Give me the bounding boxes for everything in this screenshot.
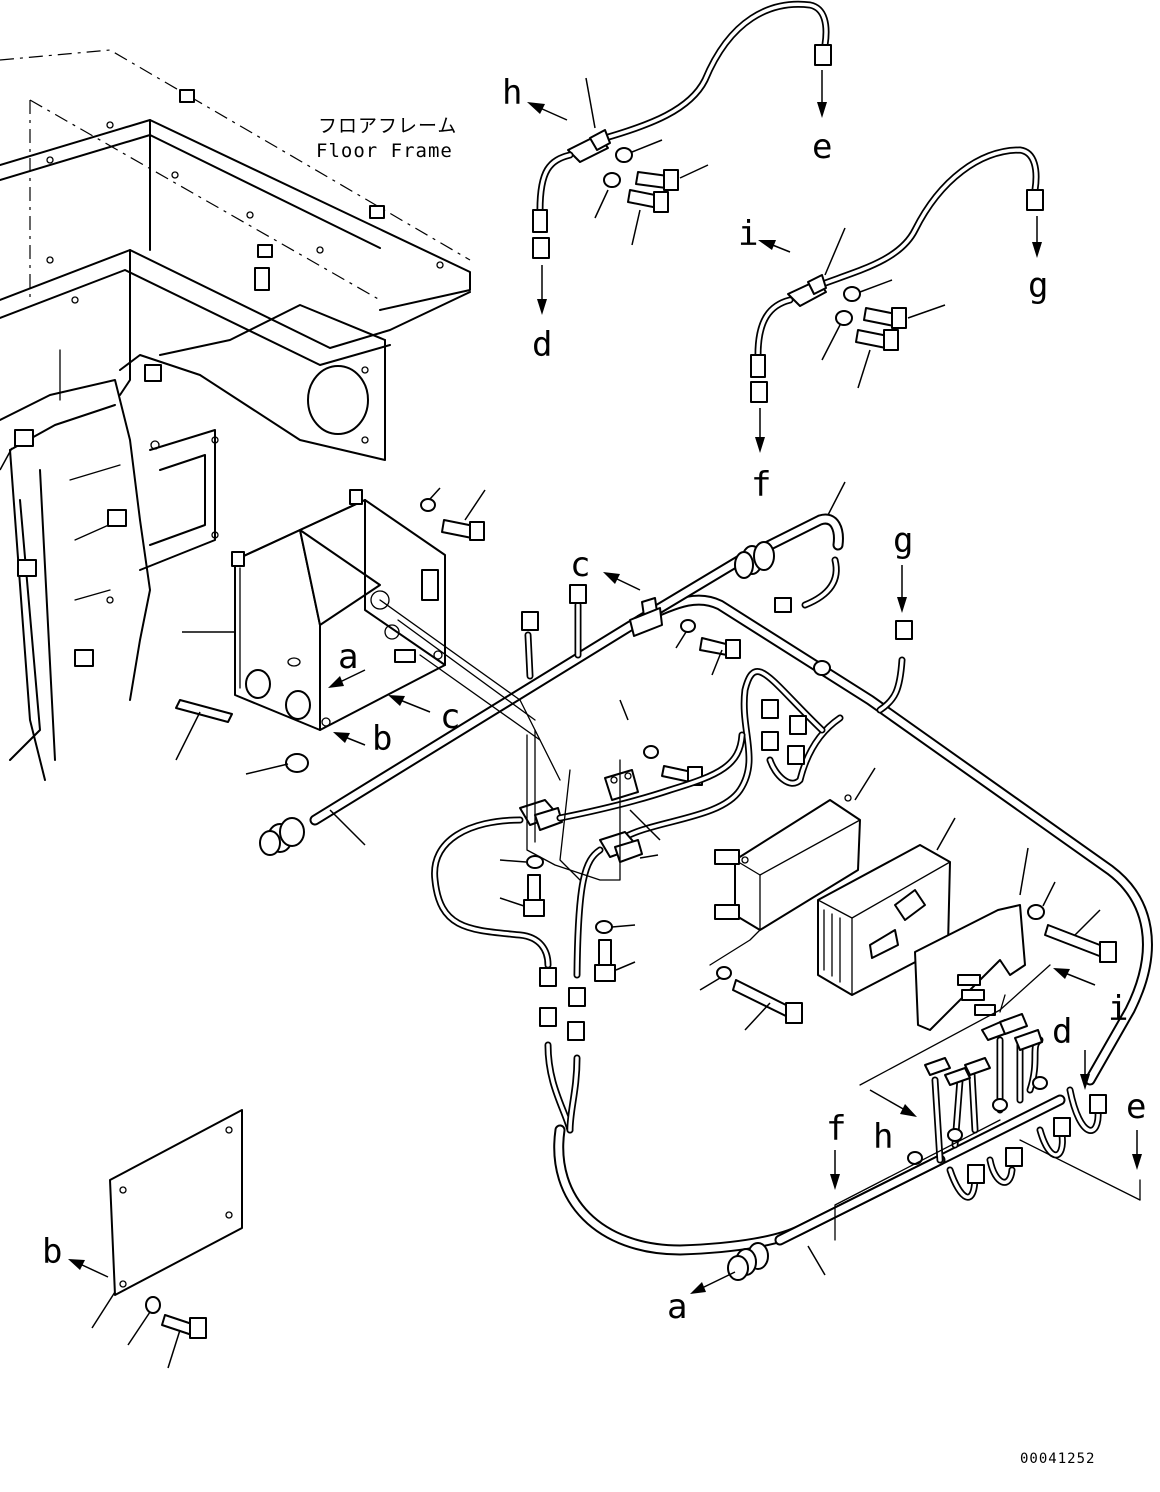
note-en: Floor Frame: [316, 140, 453, 162]
note-jp: フロアフレーム: [318, 115, 457, 137]
label-i-top: i: [738, 214, 758, 254]
label-i-right: i: [1108, 989, 1128, 1029]
label-c-upper: c: [570, 545, 590, 585]
clamp-bolt: [675, 619, 741, 676]
label-a-bottom: a: [667, 1287, 687, 1327]
mount-bracket: [699, 847, 1117, 1031]
label-h-right: h: [873, 1117, 893, 1157]
lower-wire-loop: [539, 1007, 1066, 1281]
label-e-top: e: [812, 127, 832, 167]
plug-cap: [245, 753, 309, 775]
label-d-right: d: [1052, 1012, 1072, 1052]
arrows: [68, 70, 1142, 1294]
cover-plate: [91, 1109, 243, 1369]
text-labels: フロアフレーム Floor Frame h e d i g f g c c a …: [42, 73, 1146, 1467]
controller-plate: [709, 767, 876, 966]
label-f-top: f: [751, 465, 771, 505]
label-d-top: d: [532, 325, 552, 365]
harness-branches: [834, 964, 1141, 1241]
connector-wires-left: [379, 599, 746, 1007]
floor-frame: [0, 49, 471, 781]
upper-harness-2: [750, 146, 1044, 403]
label-f-bottom: f: [826, 1109, 846, 1149]
screws-center: [499, 855, 636, 982]
label-e-right: e: [1126, 1087, 1146, 1127]
label-g-top: g: [1028, 266, 1048, 306]
electrical-box: [182, 489, 446, 731]
label-c-box: c: [440, 697, 460, 737]
upper-harness-1: [532, 0, 832, 259]
label-b-box: b: [372, 719, 392, 759]
gasket-strip: [175, 699, 233, 761]
box-bolt: [420, 487, 486, 541]
label-b-plate: b: [42, 1232, 62, 1272]
label-h-top: h: [502, 73, 522, 113]
drawing-number: 00041252: [1020, 1451, 1095, 1467]
main-harness: [259, 481, 1153, 1086]
label-a-box: a: [338, 637, 358, 677]
label-g-mid: g: [893, 521, 913, 561]
